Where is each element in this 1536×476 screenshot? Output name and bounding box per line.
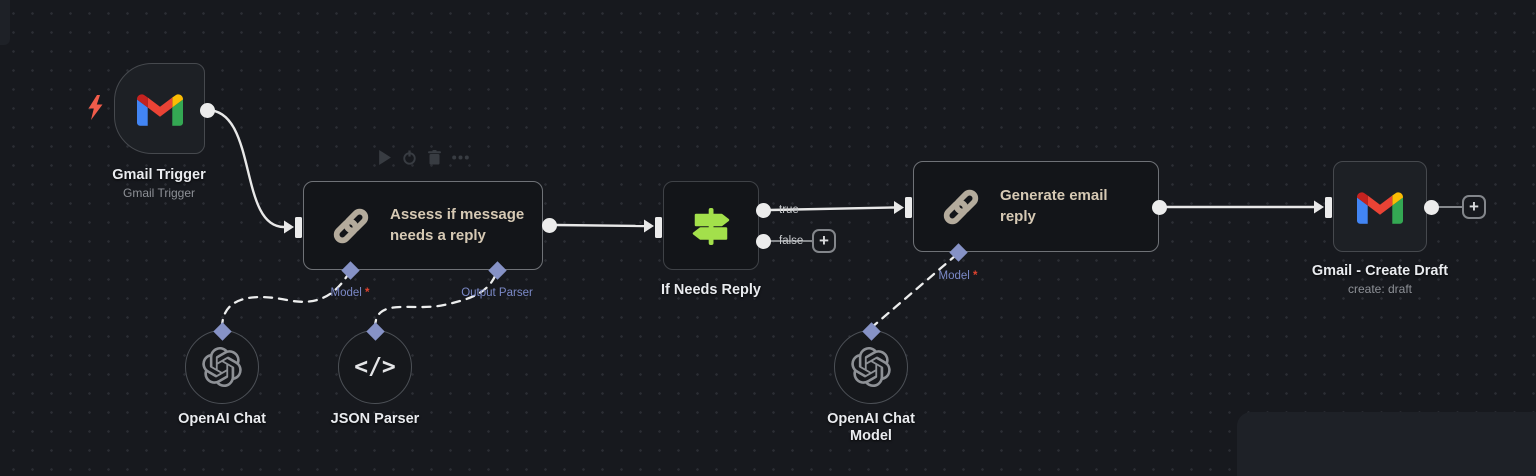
gmail-draft-title: Gmail - Create Draft [1311,263,1449,279]
add-node-from-false-button[interactable]: + [812,229,836,253]
node-generate-email-reply[interactable]: Generate email reply [913,161,1159,252]
gmail-draft-output-endpoint[interactable] [1423,199,1439,215]
node-gmail-trigger[interactable] [114,63,205,154]
assess-node-label: Assess if message needs a reply [390,206,525,244]
openai-chat-title: OpenAI Chat [178,411,266,427]
node-hover-toolbar [378,150,469,165]
canvas-panel-edge-top-left [0,0,10,45]
gmail-draft-subtitle: create: draft [1347,282,1413,296]
chain-link-icon [330,205,372,247]
generate-model-port-label: Model * [938,270,978,282]
if-input-endpoint[interactable] [655,216,662,238]
code-brackets-icon: </> [354,354,396,380]
more-options-icon[interactable] [452,155,469,160]
add-node-after-draft-button[interactable]: + [1462,195,1486,219]
assess-model-port-label: Model * [330,287,370,299]
power-icon[interactable] [402,150,417,165]
json-parser-title: JSON Parser [330,411,420,427]
node-if-needs-reply[interactable] [663,181,759,270]
trigger-bolt-icon [85,95,105,126]
if-true-output-endpoint[interactable] [755,202,771,218]
if-false-label: false [779,235,804,247]
gmail-trigger-subtitle: Gmail Trigger [122,186,196,200]
node-gmail-create-draft[interactable] [1333,161,1427,252]
node-json-parser[interactable]: </> [338,330,412,404]
if-node-title: If Needs Reply [661,282,761,298]
openai-icon [202,347,242,387]
assess-output-parser-port-label: Output Parser [461,287,533,299]
generate-node-label: Generate email reply [1000,187,1108,225]
openai-icon [851,347,891,387]
if-true-label: true [779,204,799,216]
canvas-panel-edge-bottom-right [1237,412,1536,476]
if-false-output-endpoint[interactable] [755,233,771,249]
signpost-if-icon [687,202,735,250]
assess-output-endpoint[interactable] [541,217,557,233]
generate-output-endpoint[interactable] [1151,199,1167,215]
play-icon[interactable] [378,150,391,165]
gmail-trigger-title: Gmail Trigger [112,167,206,183]
gmail-icon [1357,189,1403,224]
node-openai-chat-model[interactable] [834,330,908,404]
node-assess-message[interactable]: Assess if message needs a reply [303,181,543,270]
assess-input-endpoint[interactable] [295,216,302,238]
trash-icon[interactable] [428,150,441,165]
chain-link-icon [940,186,982,228]
gmail-draft-input-endpoint[interactable] [1325,196,1332,218]
openai-chat-model-title: OpenAI Chat Model [827,411,915,445]
generate-input-endpoint[interactable] [905,196,912,218]
gmail-icon [137,91,183,126]
gmail-trigger-output-endpoint[interactable] [199,102,215,118]
